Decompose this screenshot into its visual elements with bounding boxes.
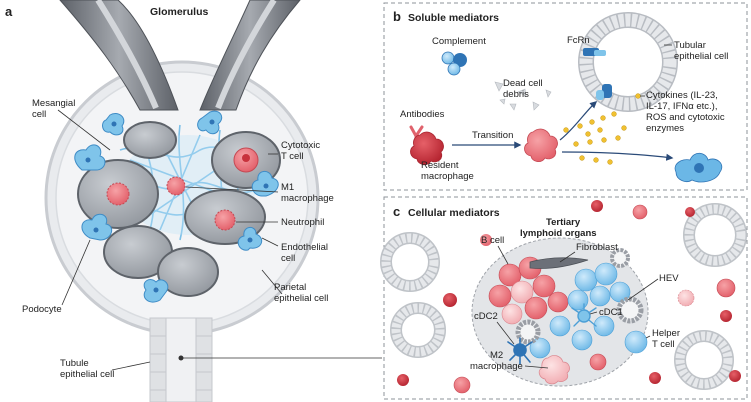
debris-icons bbox=[494, 81, 552, 111]
cytokine-dots bbox=[563, 111, 627, 165]
fibroblast-label: Fibroblast bbox=[576, 242, 618, 253]
debris-label: Dead cell debris bbox=[503, 78, 545, 100]
complement-icon bbox=[441, 51, 467, 76]
m2-label: M2 macrophage bbox=[470, 350, 523, 372]
endothelial-label: Endothelial cell bbox=[281, 242, 331, 264]
resident-label: Resident macrophage bbox=[421, 160, 474, 182]
macrophage-in-capillary bbox=[106, 182, 130, 206]
complement-label: Complement bbox=[432, 36, 486, 47]
panel-b-title: Soluble mediators bbox=[408, 12, 499, 24]
panel-c-leaders bbox=[496, 245, 659, 369]
cdc2-label: cDC2 bbox=[474, 311, 498, 322]
tlo-red-cell bbox=[589, 353, 607, 371]
fcrn-receptor bbox=[583, 48, 612, 100]
bcell-label: B cell bbox=[481, 235, 504, 246]
panel-b-frame bbox=[383, 2, 748, 191]
cytokine-leader-dot bbox=[635, 93, 641, 99]
panel-c-title: Cellular mediators bbox=[408, 207, 500, 219]
tlo-label: Tertiary lymphoid organs bbox=[520, 217, 597, 239]
scattered-cells bbox=[397, 200, 741, 394]
antibodies-label: Antibodies bbox=[400, 109, 445, 120]
hev-label: HEV bbox=[659, 273, 679, 284]
helper-label: Helper T cell bbox=[652, 328, 683, 350]
cytotoxic-t-cell-nucleus bbox=[242, 154, 250, 162]
fcrn-label: FcRn bbox=[567, 35, 590, 46]
arrow-to-target-cell bbox=[561, 151, 674, 161]
panel-b-letter: b bbox=[393, 9, 401, 24]
arterioles bbox=[59, 0, 301, 111]
mesangial-label: Mesangial cell bbox=[32, 98, 78, 120]
tubule-label: Tubule epithelial cell bbox=[60, 358, 114, 380]
parietal-label: Parietal epithelial cell bbox=[274, 282, 328, 304]
cdc1-cell bbox=[571, 303, 597, 327]
tubular-label: Tubular epithelial cell bbox=[674, 40, 728, 62]
neutrophil-glom bbox=[214, 209, 236, 231]
arrow-to-tubule bbox=[559, 101, 598, 141]
panel-c: c Cellular mediators bbox=[380, 196, 748, 400]
panel-a: a Glomerulus bbox=[5, 0, 382, 402]
m1-label: M1 macrophage bbox=[281, 182, 334, 204]
m2-macrophage bbox=[538, 355, 570, 385]
podocyte-dots bbox=[85, 119, 269, 293]
fibroblast bbox=[529, 257, 589, 269]
podocyte-label: Podocyte bbox=[22, 304, 62, 315]
target-blue-cell-nucleus bbox=[694, 163, 704, 173]
tubular-epithelial-ring bbox=[578, 12, 678, 112]
panel-b: b Soluble mediators Complement Tubular e… bbox=[383, 2, 748, 191]
proximal-tubule bbox=[149, 317, 213, 402]
cytokines-label: Cytokines (IL-23, IL-17, IFNα etc.), ROS… bbox=[646, 90, 727, 134]
cdc1-label: cDC1 bbox=[599, 307, 623, 318]
panel-a-letter: a bbox=[5, 4, 13, 19]
surrounding-tubules bbox=[380, 203, 747, 390]
activated-macrophage bbox=[524, 128, 558, 162]
neutrophil-label: Neutrophil bbox=[281, 217, 324, 228]
panel-a-leaders bbox=[57, 109, 283, 371]
cdc2-cell bbox=[507, 337, 533, 365]
panel-a-to-c-connector bbox=[178, 355, 382, 361]
resident-macrophage bbox=[410, 131, 444, 165]
helper-t-cell bbox=[624, 330, 648, 354]
cytotoxic-label: Cytotoxic T cell bbox=[281, 140, 323, 162]
panel-a-title: Glomerulus bbox=[150, 6, 209, 18]
transition-label: Transition bbox=[472, 130, 513, 141]
m1-macrophage-glom bbox=[166, 176, 186, 196]
t-cell-cluster bbox=[529, 262, 631, 359]
panel-c-letter: c bbox=[393, 204, 400, 219]
